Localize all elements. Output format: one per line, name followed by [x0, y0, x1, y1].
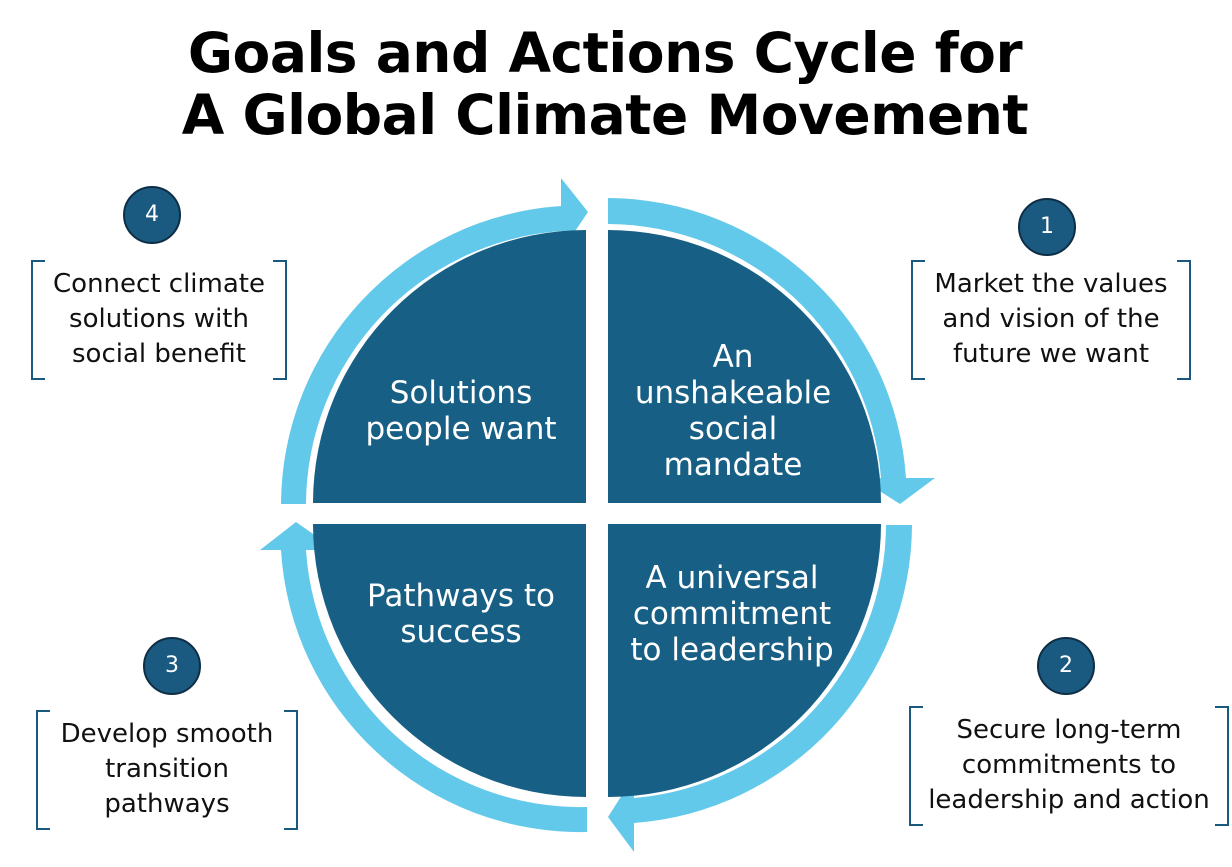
quadrant-label-bottom-left: Pathways to success: [367, 578, 555, 650]
step-1-action: Market the values and vision of the futu…: [911, 260, 1191, 380]
quadrant-top-left: [313, 230, 586, 503]
bracket-left: [36, 710, 50, 830]
step-2-action: Secure long-term commitments to leadersh…: [909, 706, 1229, 826]
quadrant-bottom-left: [313, 524, 586, 797]
arrow-segment-top-right: [608, 198, 935, 504]
step-4-badge: 4: [123, 186, 181, 244]
arrow-segment-bottom-right: [608, 525, 912, 852]
bracket-right: [273, 260, 287, 380]
bracket-left: [31, 260, 45, 380]
page-title: Goals and Actions Cycle for A Global Cli…: [0, 22, 1210, 146]
quadrant-label-bottom-right: A universal commitment to leadership: [630, 560, 834, 668]
arrow-segment-top-left: [281, 178, 588, 504]
quadrant-top-right: [608, 230, 881, 503]
step-3-action: Develop smooth transition pathways: [36, 710, 298, 830]
step-4-action: Connect climate solutions with social be…: [31, 260, 287, 380]
quadrant-bottom-right: [608, 524, 881, 797]
title-line-2: A Global Climate Movement: [181, 83, 1029, 147]
bracket-right: [1177, 260, 1191, 380]
bracket-right: [1215, 706, 1229, 826]
step-3-badge: 3: [143, 637, 201, 695]
bracket-left: [911, 260, 925, 380]
title-line-1: Goals and Actions Cycle for: [187, 21, 1023, 85]
bracket-right: [284, 710, 298, 830]
quadrant-label-top-right: An unshakeable social mandate: [634, 339, 832, 483]
bracket-left: [909, 706, 923, 826]
step-2-badge: 2: [1037, 637, 1095, 695]
arrow-segment-bottom-left: [260, 522, 587, 833]
quadrant-label-top-left: Solutions people want: [365, 375, 557, 447]
step-1-badge: 1: [1018, 198, 1076, 256]
